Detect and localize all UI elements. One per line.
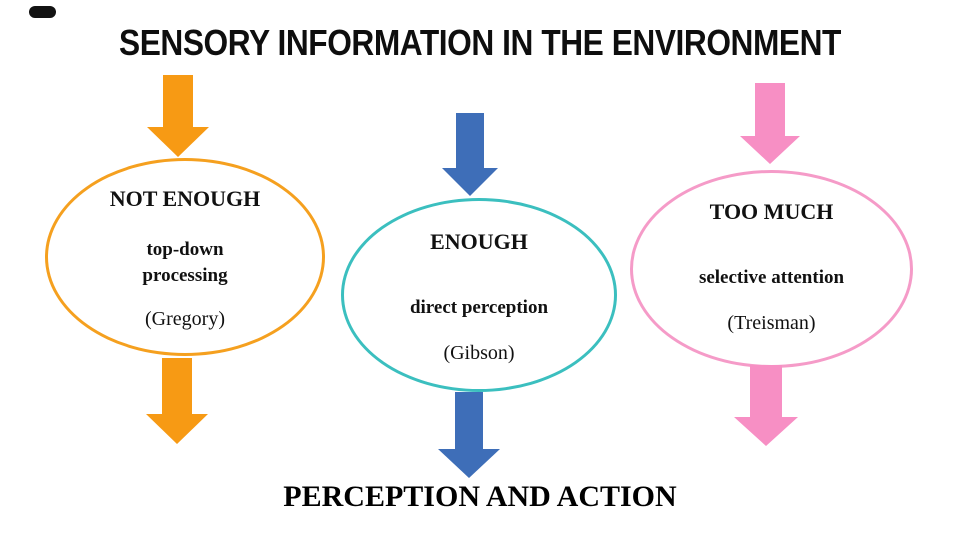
down-arrow-out-of-not-enough-icon [146,358,208,444]
too-much-process-label: selective attention [698,267,845,288]
too-much-theorist-label: (Treisman) [727,312,816,334]
enough-theorist-label: (Gibson) [443,342,515,364]
enough-heading: ENOUGH [430,229,528,254]
ellipse-not-enough: NOT ENOUGH top-down processing (Gregory) [45,158,325,356]
too-much-heading: TOO MUCH [709,199,834,224]
page-title: SENSORY INFORMATION IN THE ENVIRONMENT [119,22,841,63]
ellipse-too-much: TOO MUCH selective attention (Treisman) [630,170,913,368]
not-enough-theorist-label: (Gregory) [145,308,225,330]
footer-title: PERCEPTION AND ACTION [283,480,677,513]
down-arrow-out-of-enough-icon [438,392,500,478]
down-arrow-out-of-too-much-icon [734,365,798,446]
not-enough-process-label: top-down processing [142,239,228,286]
down-arrow-into-not-enough-icon [147,75,209,157]
not-enough-heading: NOT ENOUGH [109,186,261,211]
down-arrow-into-too-much-icon [740,83,800,164]
enough-process-label: direct perception [409,297,549,318]
ellipse-enough: ENOUGH direct perception (Gibson) [341,198,617,392]
corner-artifact-mark [29,6,56,18]
down-arrow-into-enough-icon [442,113,498,196]
